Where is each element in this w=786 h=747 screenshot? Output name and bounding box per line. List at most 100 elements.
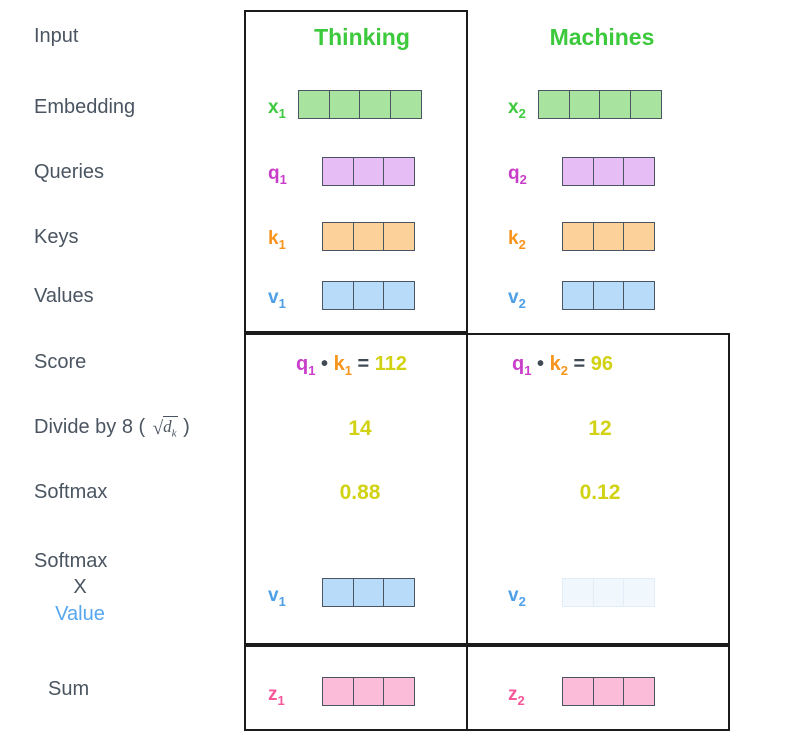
vector-label-z2-base: z	[508, 684, 518, 705]
cell	[623, 222, 655, 251]
row-label-divide-by-8: Divide by 8 ( √dk )	[34, 416, 234, 441]
score-expression-col2: q1 • k2 = 96	[512, 353, 613, 378]
vector-cells-q2	[562, 157, 655, 186]
cell	[383, 157, 415, 186]
dot-product-icon: •	[321, 353, 329, 375]
vector-label-z1-base: z	[268, 684, 278, 705]
vector-label-z1-sub: 1	[277, 692, 285, 708]
vector-label-k2-base: k	[508, 228, 519, 249]
equals-sign-col1: =	[357, 353, 370, 375]
cell	[592, 157, 625, 186]
vector-label-x2: x2	[508, 97, 526, 121]
cell	[322, 222, 354, 251]
cell	[562, 578, 594, 607]
vector-label-k2: k2	[508, 228, 526, 252]
cell	[383, 578, 415, 607]
radicand-subscript: k	[171, 427, 177, 440]
vector-label-v1-sub: 1	[278, 295, 286, 311]
radicand-base: d	[163, 417, 172, 436]
cell	[623, 578, 655, 607]
vector-label-v1-base: v	[268, 287, 279, 308]
vector-label-v2-weighted-base: v	[508, 585, 519, 606]
score-value-col2: 96	[590, 353, 614, 375]
cell	[328, 90, 361, 119]
vector-cells-v1-weighted	[322, 578, 415, 607]
row-label-softmax: Softmax	[34, 481, 108, 503]
cell	[383, 222, 415, 251]
cell	[383, 281, 415, 310]
vector-label-x1-sub: 1	[278, 105, 286, 121]
vector-label-v2-base: v	[508, 287, 519, 308]
softmax-times-value-line-2: X	[73, 576, 87, 599]
cell	[562, 281, 594, 310]
divide-value-col1: 14	[348, 417, 372, 440]
vector-label-q2: q2	[508, 163, 527, 187]
softmax-times-value-line-3: Value	[55, 602, 105, 625]
divide-value-col2: 12	[588, 417, 612, 440]
score-q-term-col2: q1	[512, 353, 532, 378]
vector-cells-k1	[322, 222, 415, 251]
cell	[592, 222, 625, 251]
vector-label-k1: k1	[268, 228, 286, 252]
vector-cells-v1	[322, 281, 415, 310]
cell	[538, 90, 570, 119]
softmax-value-col2: 0.12	[579, 481, 621, 504]
vector-label-v1-weighted: v1	[268, 585, 286, 609]
equals-sign-col2: =	[573, 353, 586, 375]
row-label-softmax-times-value: Softmax X Value	[34, 548, 234, 627]
row-label-score: Score	[34, 351, 87, 373]
row-label-values: Values	[34, 285, 94, 307]
vector-label-q1-sub: 1	[279, 171, 287, 187]
cell	[629, 90, 662, 119]
vector-cells-v2-weighted	[562, 578, 655, 607]
vector-label-k1-base: k	[268, 228, 279, 249]
score-k-term-col1: k1	[333, 353, 352, 378]
score-expression-col1: q1 • k1 = 112	[296, 353, 407, 378]
column-title-machines: Machines	[549, 24, 655, 50]
vector-label-k1-sub: 1	[278, 236, 286, 252]
dot-product-icon: •	[537, 353, 545, 375]
score-q-term-col1: q1	[296, 353, 316, 378]
cell	[592, 578, 625, 607]
cell	[322, 281, 354, 310]
softmax-times-value-line-1: Softmax	[34, 550, 108, 572]
cell	[298, 90, 330, 119]
vector-label-x2-sub: 2	[518, 105, 526, 121]
vector-label-v2-sub: 2	[518, 295, 526, 311]
vector-cells-q1	[322, 157, 415, 186]
vector-label-q1: q1	[268, 163, 287, 187]
outline-box-bottom	[244, 645, 730, 731]
cell	[568, 90, 601, 119]
vector-label-q1-base: q	[268, 163, 280, 184]
cell	[389, 90, 422, 119]
vector-label-v2-weighted-sub: 2	[518, 593, 526, 609]
vector-label-q2-base: q	[508, 163, 520, 184]
vector-cells-v2	[562, 281, 655, 310]
vector-cells-z1	[322, 677, 415, 706]
row-label-input: Input	[34, 25, 79, 47]
cell	[352, 281, 385, 310]
cell	[322, 157, 354, 186]
sqrt-dk-math: √dk	[151, 416, 178, 441]
softmax-value-col1: 0.88	[339, 481, 381, 504]
score-value-col1: 112	[374, 353, 408, 375]
vector-label-q2-sub: 2	[519, 171, 527, 187]
vector-label-v2-weighted: v2	[508, 585, 526, 609]
vector-cells-x1	[298, 90, 422, 119]
cell	[562, 677, 594, 706]
vector-label-v2: v2	[508, 287, 526, 311]
radicand: dk	[163, 416, 178, 440]
cell	[383, 677, 415, 706]
cell	[322, 677, 354, 706]
vector-label-v1: v1	[268, 287, 286, 311]
vector-label-z2: z2	[508, 684, 525, 708]
cell	[322, 578, 354, 607]
vector-label-x2-base: x	[508, 97, 519, 118]
cell	[599, 90, 631, 119]
row-label-sum: Sum	[48, 678, 90, 700]
divide-prefix-text: Divide by 8 (	[34, 416, 146, 438]
cell	[352, 222, 385, 251]
vector-label-v1-weighted-sub: 1	[278, 593, 286, 609]
vector-label-z2-sub: 2	[517, 692, 525, 708]
